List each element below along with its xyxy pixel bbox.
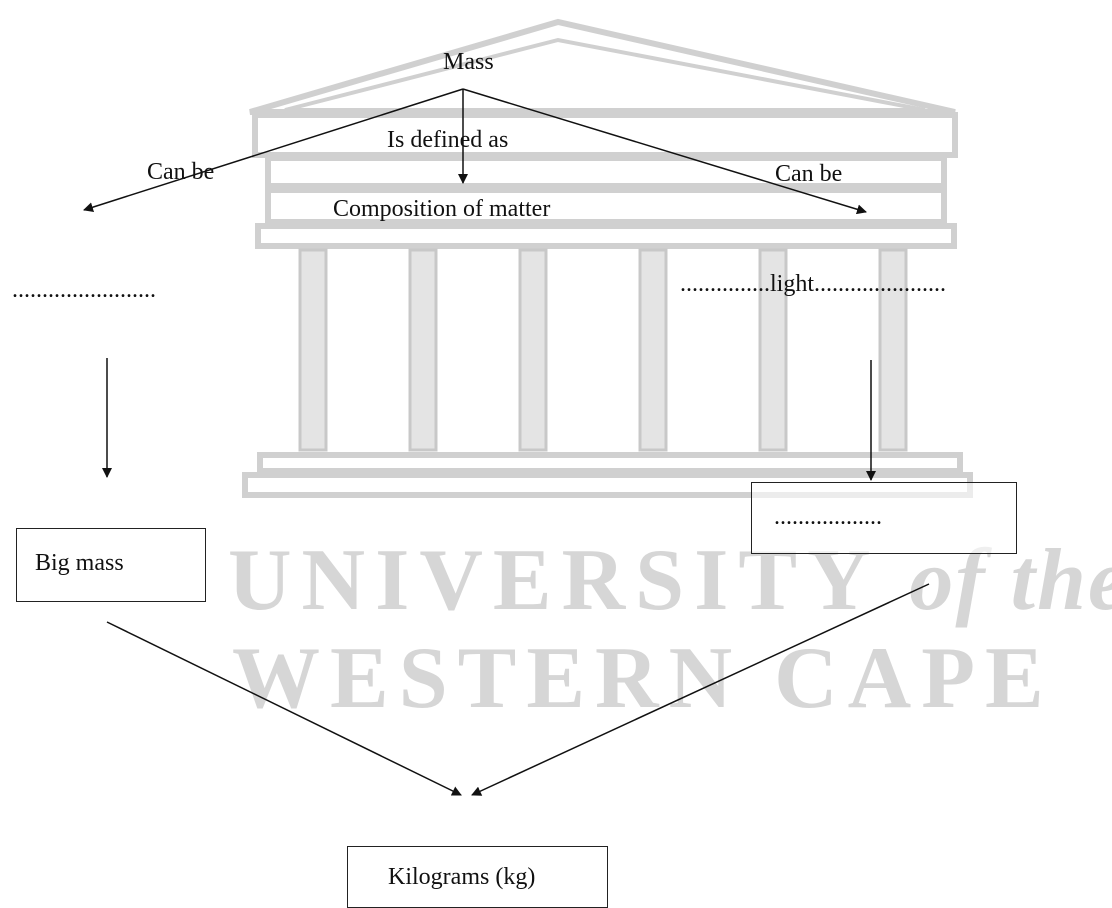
right-box-label: .................. xyxy=(774,504,882,530)
building-watermark-icon xyxy=(242,18,973,498)
center-relation-label: Is defined as xyxy=(387,127,509,153)
right-blank-node: ...............light....................… xyxy=(680,271,947,297)
bottom-box-label: Kilograms (kg) xyxy=(388,864,536,890)
root-node-mass: Mass xyxy=(443,49,494,75)
watermark: UNIVERSITY of the WESTERN CAPE xyxy=(228,18,1112,727)
right-relation-label: Can be xyxy=(775,161,843,187)
left-blank-node: ........................ xyxy=(12,277,156,303)
concept-map-connectors xyxy=(83,88,930,796)
left-box-label: Big mass xyxy=(35,550,124,576)
definition-node: Composition of matter xyxy=(333,196,551,222)
arrow-right-box-to-kilograms xyxy=(471,583,930,796)
right-box-blank: .................. xyxy=(751,482,1017,554)
left-relation-label: Can be xyxy=(147,159,215,185)
watermark-western-cape: WESTERN CAPE xyxy=(232,630,1054,727)
arrow-mass-to-left xyxy=(83,88,464,213)
bottom-box-kilograms: Kilograms (kg) xyxy=(347,846,608,908)
arrow-mass-to-right xyxy=(462,88,867,215)
left-box-big-mass: Big mass xyxy=(16,528,206,602)
arrow-big-mass-to-kilograms xyxy=(106,621,462,796)
